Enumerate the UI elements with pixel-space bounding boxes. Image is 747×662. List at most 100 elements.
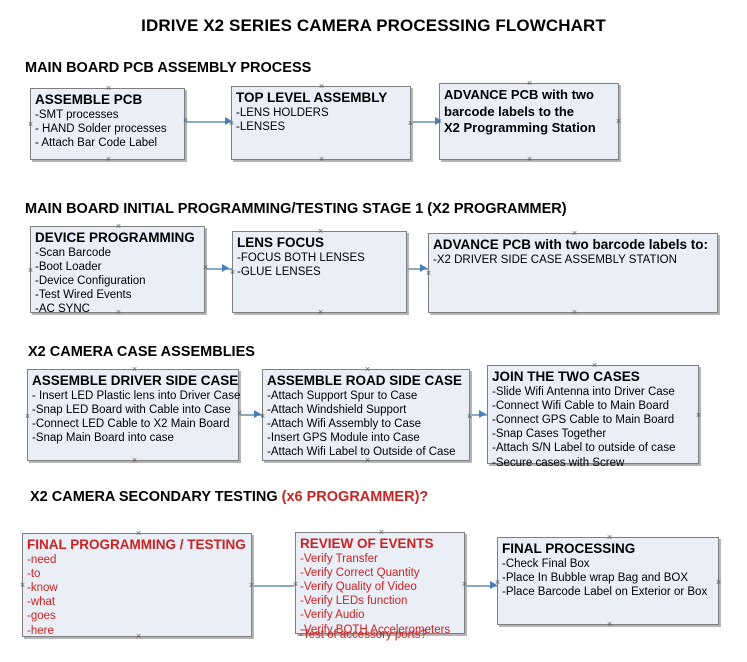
connection-handle-icon[interactable] [236, 410, 243, 417]
section-heading-text: X2 CAMERA SECONDARY TESTING [30, 489, 282, 505]
flow-box-line: -LENSES [236, 120, 286, 133]
flow-box-assemble-pcb[interactable]: ASSEMBLE PCB -SMT processes - HAND Solde… [30, 88, 185, 160]
flow-box-line: -Verify Audio [300, 609, 365, 622]
connection-handle-right-icon[interactable] [695, 412, 702, 419]
arrowhead-icon [254, 410, 261, 418]
flow-box-line: -SMT processes [35, 108, 119, 121]
connection-handle-right-icon[interactable] [615, 118, 622, 125]
flow-box-line: ADVANCE PCB with two [444, 87, 594, 102]
flow-box-join-the-two-cases[interactable]: JOIN THE TWO CASES -Slide Wifi Antenna i… [487, 362, 702, 469]
connection-handle-bottom-icon[interactable] [318, 156, 325, 163]
flow-box-line: - Attach Bar Code Label [35, 136, 158, 149]
connection-handle-bottom-icon[interactable] [105, 156, 112, 163]
connection-handle-bottom-icon[interactable] [131, 457, 138, 464]
connection-handle-left-icon[interactable] [259, 413, 266, 420]
flow-box-line: -Verify BOTH Accelerometers [300, 623, 451, 636]
flow-box-top-level-assembly[interactable]: TOP LEVEL ASSEMBLY -LENS HOLDERS -LENSES [231, 86, 411, 160]
flow-box-line: -Test Wired Events [35, 289, 132, 302]
flow-box-line: -Verify Transfer [300, 552, 378, 565]
connector-assemble-pcb-to-top-level-assembly [185, 121, 230, 123]
connection-handle-top-icon[interactable] [526, 80, 533, 87]
flow-box-title: FINAL PROGRAMMING / TESTING [27, 537, 246, 552]
flow-box-line: -Check Final Box [502, 557, 590, 570]
flow-box-line: -Connect LED Cable to X2 Main Board [32, 417, 230, 430]
flow-box-device-programming[interactable]: DEVICE PROGRAMMING -Scan Barcode -Boot L… [27, 223, 205, 316]
flow-box-title: ASSEMBLE DRIVER SIDE CASE [32, 373, 239, 388]
connection-handle-top-icon[interactable] [318, 83, 325, 90]
connection-handle-left-icon[interactable] [494, 579, 501, 586]
arrowhead-icon [479, 410, 486, 418]
connection-handle-top-icon[interactable] [317, 228, 324, 235]
connection-handle-icon[interactable] [202, 264, 209, 271]
flow-box-line: -to [27, 567, 41, 580]
flow-box-advance-pcb-to-driver-side-case-station[interactable]: ADVANCE PCB with two barcode labels to: … [428, 233, 718, 313]
connection-handle-bottom-icon[interactable] [115, 309, 122, 316]
flow-box-line: -LENS HOLDERS [236, 106, 329, 119]
connection-handle-top-icon[interactable] [135, 530, 142, 537]
flow-box-line: -Snap LED Board with Cable into Case [32, 403, 231, 416]
connection-handle-top-icon[interactable] [606, 534, 613, 541]
flow-box-assemble-driver-side-case[interactable]: ASSEMBLE DRIVER SIDE CASE - Insert LED P… [24, 366, 241, 464]
connection-handle-bottom-icon[interactable] [135, 633, 142, 640]
flow-box-line: -Verify LEDs function [300, 595, 408, 608]
connection-handle-bottom-icon[interactable] [526, 156, 533, 163]
connection-handle-left-icon[interactable] [292, 581, 299, 588]
connection-handle-left-icon[interactable] [19, 582, 26, 589]
flow-box-line: -need [27, 553, 57, 566]
connection-handle-bottom-icon[interactable] [317, 309, 324, 316]
connection-handle-right-icon[interactable] [715, 579, 722, 586]
connection-handle-icon[interactable] [182, 117, 189, 124]
section-heading-x2-camera-case-assemblies: X2 CAMERA CASE ASSEMBLIES [28, 344, 255, 360]
arrowhead-icon [420, 264, 427, 272]
flow-box-line: -Boot Loader [35, 260, 102, 273]
flow-box-line: -Place In Bubble wrap Bag and BOX [502, 571, 689, 584]
connection-handle-bottom-icon[interactable] [591, 460, 598, 467]
flow-box-line: -Slide Wifi Antenna into Driver Case [492, 385, 675, 398]
flow-box-line: -GLUE LENSES [237, 265, 321, 278]
flow-box-advance-pcb-to-x2-programming-station[interactable]: ADVANCE PCB with two barcode labels to t… [439, 83, 619, 160]
flow-box-line: -Attach Wifi Assembly to Case [267, 417, 422, 430]
flow-box-line: -AC SYNC [35, 303, 90, 316]
connection-handle-left-icon[interactable] [228, 120, 235, 127]
flow-box-line: -Attach Windshield Support [267, 403, 407, 416]
flow-box-line: -Connect GPS Cable to Main Board [492, 413, 675, 426]
flow-box-line: -Attach Wifi Label to Outside of Case [267, 446, 456, 459]
flow-box-final-processing[interactable]: FINAL PROCESSING -Check Final Box -Place… [497, 537, 719, 625]
flow-box-assemble-road-side-case[interactable]: ASSEMBLE ROAD SIDE CASE -Attach Support … [262, 369, 470, 461]
flow-box-line: - HAND Solder processes [35, 122, 167, 135]
connection-handle-top-icon[interactable] [131, 366, 138, 373]
arrowhead-icon [222, 264, 229, 272]
connection-handle-top-icon[interactable] [364, 366, 371, 373]
connection-handle-left-icon[interactable] [229, 269, 236, 276]
flow-box-line: -what [27, 596, 56, 609]
connection-handle-left-icon[interactable] [27, 267, 34, 274]
connection-handle-bottom-icon[interactable] [571, 309, 578, 316]
flow-box-line: -X2 DRIVER SIDE CASE ASSEMBLY STATION [433, 253, 677, 266]
flow-box-line: -Insert GPS Module into Case [267, 432, 420, 445]
flow-box-title: DEVICE PROGRAMMING [35, 230, 195, 245]
connection-handle-left-icon[interactable] [24, 413, 31, 420]
flow-box-line: -Snap Cases Together [492, 428, 607, 441]
connection-handle-left-icon[interactable] [27, 121, 34, 128]
section-heading-text: X2 CAMERA CASE ASSEMBLIES [28, 344, 255, 360]
flow-box-title: REVIEW OF EVENTS [300, 536, 434, 551]
connection-handle-top-icon[interactable] [591, 362, 598, 369]
flow-box-title: LENS FOCUS [237, 235, 325, 250]
connection-handle-top-icon[interactable] [378, 529, 385, 536]
connection-handle-bottom-icon[interactable] [606, 621, 613, 628]
flow-box-line: -Device Configuration [35, 274, 146, 287]
flow-box-lens-focus[interactable]: LENS FOCUS -FOCUS BOTH LENSES -GLUE LENS… [232, 231, 407, 313]
connection-handle-left-icon[interactable] [425, 270, 432, 277]
flow-box-final-programming-testing[interactable]: FINAL PROGRAMMING / TESTING -need -to -k… [22, 533, 252, 637]
connection-handle-top-icon[interactable] [571, 230, 578, 237]
flow-box-line: -Place Barcode Label on Exterior or Box [502, 585, 708, 598]
connection-handle-top-icon[interactable] [105, 85, 112, 92]
flow-box-line: - Insert LED Plastic lens into Driver Ca… [32, 389, 241, 402]
flow-box-line: X2 Programming Station [444, 120, 596, 135]
connection-handle-bottom-icon[interactable] [364, 457, 371, 464]
flow-box-title: TOP LEVEL ASSEMBLY [236, 90, 388, 105]
connection-handle-left-icon[interactable] [436, 118, 443, 125]
connection-handle-top-icon[interactable] [115, 223, 122, 230]
flow-box-review-of-events[interactable]: REVIEW OF EVENTS -Verify Transfer -Verif… [292, 529, 465, 636]
